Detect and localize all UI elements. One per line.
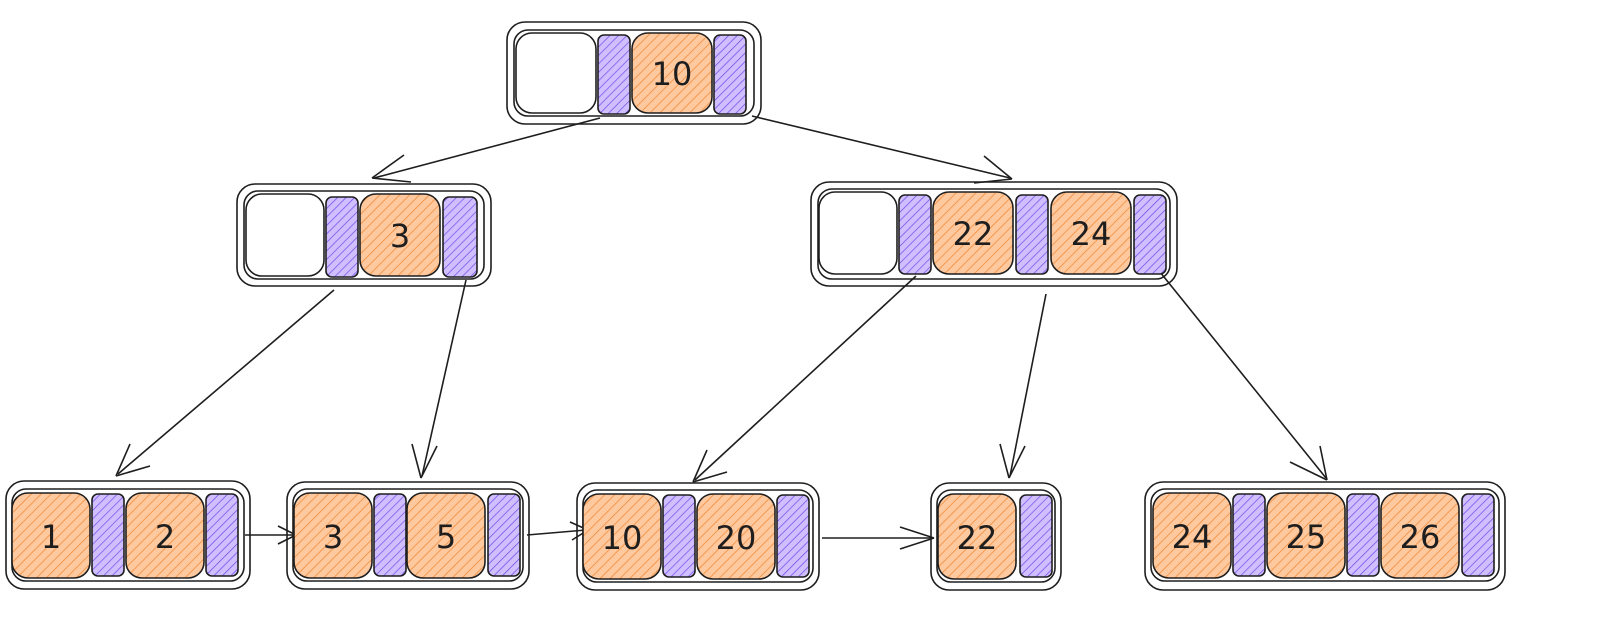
pointer-slot: [1019, 494, 1053, 578]
key-label: 22: [953, 215, 994, 253]
leaf-node-4: 22: [930, 482, 1062, 591]
key-slot: 10: [582, 493, 662, 580]
pointer-slot: [597, 34, 631, 115]
key-slot: 22: [937, 493, 1017, 580]
key-label: 26: [1400, 518, 1441, 556]
leaf-link-1: [245, 525, 297, 545]
pointer-slot: [662, 494, 696, 578]
key-label: 10: [602, 519, 643, 557]
key-slot: 24: [1050, 191, 1132, 275]
key-label: 1: [41, 518, 61, 556]
pointer-slot: [776, 494, 810, 578]
pointer-slot: [325, 196, 359, 278]
internal-node-right: 22 24: [810, 181, 1178, 287]
key-slot: 3: [293, 492, 373, 579]
leaf-node-5: 24 25 26: [1144, 481, 1506, 591]
edge-internal3-to-leaf-3-5: [411, 279, 467, 479]
edge-internal22-to-leaf-22: [999, 293, 1047, 479]
pointer-slot: [373, 493, 407, 577]
key-label: 5: [436, 518, 456, 556]
pointer-slot: [1133, 194, 1167, 275]
root-node: 10: [506, 21, 762, 125]
leaf-node-3: 10 20: [576, 482, 820, 591]
empty-slot: [515, 32, 597, 114]
key-label: 2: [155, 518, 175, 556]
key-slot: 3: [359, 193, 441, 277]
key-label: 24: [1172, 518, 1213, 556]
pointer-slot: [205, 493, 239, 577]
key-slot: 5: [406, 492, 486, 579]
key-label: 3: [390, 217, 410, 255]
key-label: 24: [1071, 215, 1112, 253]
key-slot: 22: [932, 191, 1014, 275]
key-label: 22: [957, 519, 998, 557]
empty-slot: [245, 193, 325, 277]
key-slot: 1: [11, 492, 91, 579]
pointer-slot: [1346, 493, 1380, 577]
key-label: 20: [716, 519, 757, 557]
pointer-slot: [1461, 493, 1495, 577]
key-slot: 10: [631, 32, 713, 114]
leaf-link-2: [526, 521, 589, 541]
edges: [115, 115, 1328, 550]
pointer-slot: [1015, 194, 1049, 275]
leaf-node-2: 3 5: [286, 481, 530, 590]
key-slot: 20: [696, 493, 776, 580]
key-slot: 25: [1266, 492, 1346, 579]
edge-root-to-internal-right: [751, 115, 1013, 184]
pointer-slot: [91, 493, 125, 577]
pointer-slot: [713, 34, 747, 115]
leaf-link-3: [822, 526, 935, 550]
empty-slot: [818, 191, 898, 275]
key-label: 10: [652, 55, 693, 93]
key-label: 3: [323, 518, 343, 556]
key-slot: 26: [1380, 492, 1460, 579]
pointer-slot: [898, 194, 932, 275]
pointer-slot: [487, 493, 521, 577]
internal-node-left: 3: [236, 183, 492, 287]
edge-internal24-to-leaf-24-26: [1159, 271, 1328, 481]
edge-root-to-internal-left: [371, 117, 601, 183]
edge-internal22-to-leaf-10-20: [692, 275, 917, 483]
leaf-node-1: 1 2: [5, 480, 251, 590]
edge-internal3-to-leaf-1-2: [115, 289, 335, 477]
key-slot: 2: [125, 492, 205, 579]
pointer-slot: [442, 196, 478, 278]
key-slot: 24: [1152, 492, 1232, 579]
pointer-slot: [1232, 493, 1266, 577]
key-label: 25: [1286, 518, 1327, 556]
